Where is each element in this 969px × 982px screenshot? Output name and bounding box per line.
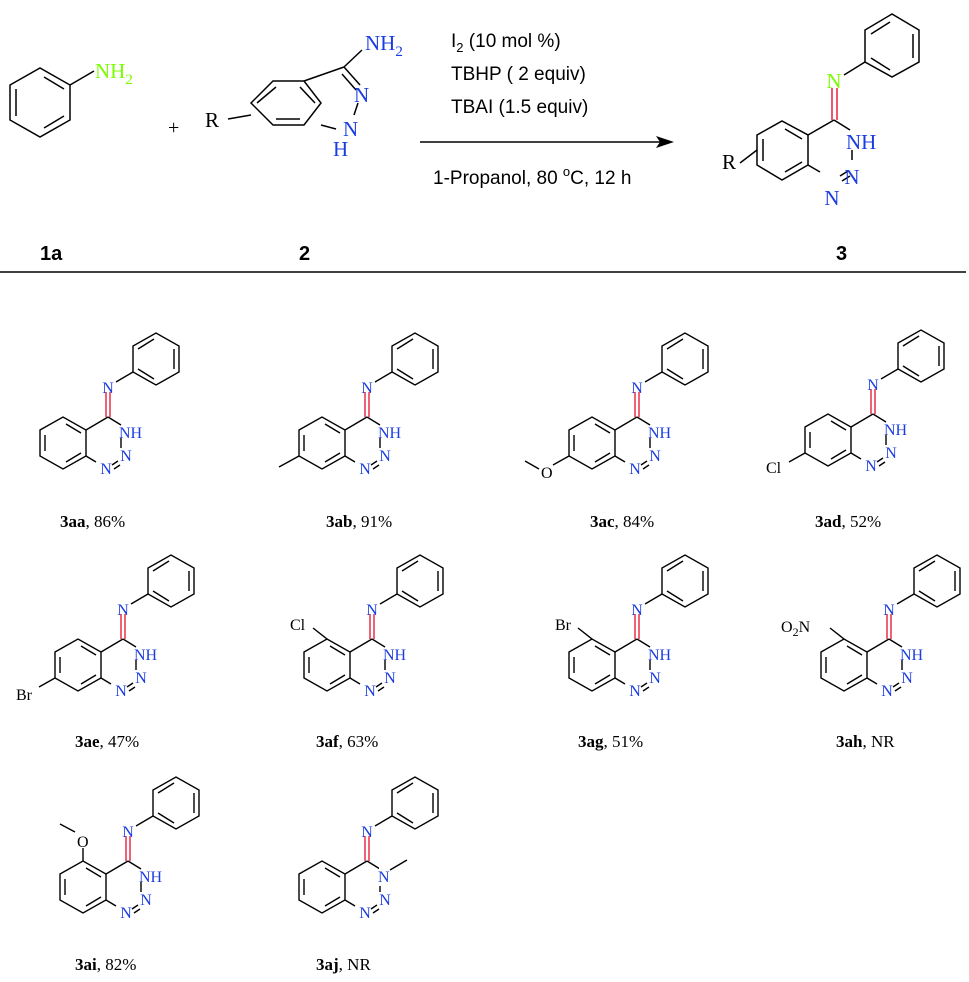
catalyst: I	[451, 31, 456, 52]
h-label: H	[333, 137, 348, 161]
product-structure: N NH N N R	[722, 13, 920, 210]
oxidant: TBHP ( 2 equiv)	[451, 64, 586, 85]
svg-text:3aj, NR: 3aj, NR	[316, 955, 371, 974]
label-3: 3	[836, 243, 847, 265]
svg-text:3ag, 51%: 3ag, 51%	[578, 732, 643, 751]
n-label: N	[844, 165, 859, 189]
methyl-substituent	[389, 859, 408, 871]
svg-text:1-Propanol, 80 oC, 12 h: 1-Propanol, 80 oC, 12 h	[433, 164, 631, 189]
compound-id: 3ae	[75, 732, 100, 751]
compound-yield: , 52%	[841, 512, 881, 531]
o2n-sub: 2	[793, 625, 799, 639]
compound-id: 3af	[316, 732, 339, 751]
product-3ag: Br	[555, 554, 709, 701]
product-3ah: O2N	[781, 554, 961, 701]
product-3aa	[39, 332, 180, 479]
compound-yield: , NR	[862, 732, 895, 751]
o-label: O	[77, 834, 89, 851]
product-3ab	[278, 332, 439, 479]
solvent-pre: 1-Propanol, 80	[433, 168, 563, 189]
br-label: Br	[16, 687, 33, 704]
product-3ai: O	[59, 776, 200, 923]
svg-text:3ac, 84%: 3ac, 84%	[590, 512, 654, 531]
catalyst-sub: 2	[456, 40, 463, 55]
arrow-head	[656, 136, 674, 148]
nh2-sub: 2	[395, 44, 403, 60]
svg-text:3ai, 82%: 3ai, 82%	[75, 955, 136, 974]
compound-id: 3ah	[836, 732, 863, 751]
imine-n-label: N	[826, 69, 841, 93]
compound-id: 3ai	[75, 955, 97, 974]
svg-text:NH2: NH2	[365, 31, 403, 60]
n-label: N	[343, 117, 358, 141]
compound-id: 3ac	[590, 512, 615, 531]
compound-yield: , 63%	[339, 732, 379, 751]
catalyst-load: (10 mol %)	[464, 31, 561, 52]
solvent-post: C, 12 h	[570, 168, 631, 189]
label-2: 2	[299, 243, 310, 265]
svg-text:NH2: NH2	[95, 59, 133, 88]
label-1a: 1a	[40, 243, 63, 265]
compound-id: 3ab	[326, 512, 352, 531]
n-methyl-label: N	[378, 869, 390, 886]
nh-label: NH	[846, 130, 876, 154]
product-3af: Cl	[290, 554, 444, 701]
product-3ac: O	[524, 332, 709, 482]
cl-label: Cl	[766, 460, 782, 477]
n-label: N	[354, 83, 369, 107]
degree-sup: o	[563, 164, 570, 179]
compound-yield: , 47%	[100, 732, 140, 751]
nh2-label: NH	[95, 59, 125, 83]
compound-yield: , 82%	[97, 955, 137, 974]
compound-id: 3ag	[578, 732, 604, 751]
o2n-n: N	[799, 619, 811, 636]
r-group-label: R	[722, 150, 736, 174]
compound-id: 3ad	[815, 512, 842, 531]
compound-id: 3aa	[60, 512, 86, 531]
svg-text:3ae, 47%: 3ae, 47%	[75, 732, 139, 751]
product-3aj: N	[298, 776, 439, 923]
compound-id: 3aj	[316, 955, 339, 974]
o-label: O	[541, 465, 553, 482]
compound-yield: , NR	[339, 955, 372, 974]
product-3ad: Cl	[766, 329, 945, 477]
svg-text:O2N: O2N	[781, 619, 811, 639]
methyl-substituent	[278, 455, 300, 468]
aminoindazole-structure: NH2 N N H R	[205, 31, 403, 161]
svg-text:3ab, 91%: 3ab, 91%	[326, 512, 392, 531]
svg-text:3af, 63%: 3af, 63%	[316, 732, 378, 751]
nh2-label: NH	[365, 31, 395, 55]
o2n-label: O	[781, 619, 793, 636]
r-group-label: R	[205, 108, 219, 132]
cl-label: Cl	[290, 617, 306, 634]
compound-yield: , 51%	[604, 732, 644, 751]
br-label: Br	[555, 617, 572, 634]
n-label: N	[824, 186, 839, 210]
svg-text:3aa, 86%: 3aa, 86%	[60, 512, 125, 531]
product-3ae: Br	[16, 554, 195, 704]
nh2-sub: 2	[125, 72, 133, 88]
compound-yield: , 86%	[86, 512, 126, 531]
aniline-structure: NH2	[9, 59, 133, 138]
svg-text:3ad, 52%: 3ad, 52%	[815, 512, 881, 531]
compound-yield: , 91%	[352, 512, 392, 531]
svg-text:3ah, NR: 3ah, NR	[836, 732, 895, 751]
additive: TBAI (1.5 equiv)	[451, 97, 588, 118]
reaction-conditions: I2 (10 mol %) TBHP ( 2 equiv) TBAI (1.5 …	[420, 31, 674, 189]
svg-text:I2 (10 mol %): I2 (10 mol %)	[451, 31, 561, 55]
plus-sign: +	[168, 117, 179, 139]
compound-yield: , 84%	[615, 512, 655, 531]
